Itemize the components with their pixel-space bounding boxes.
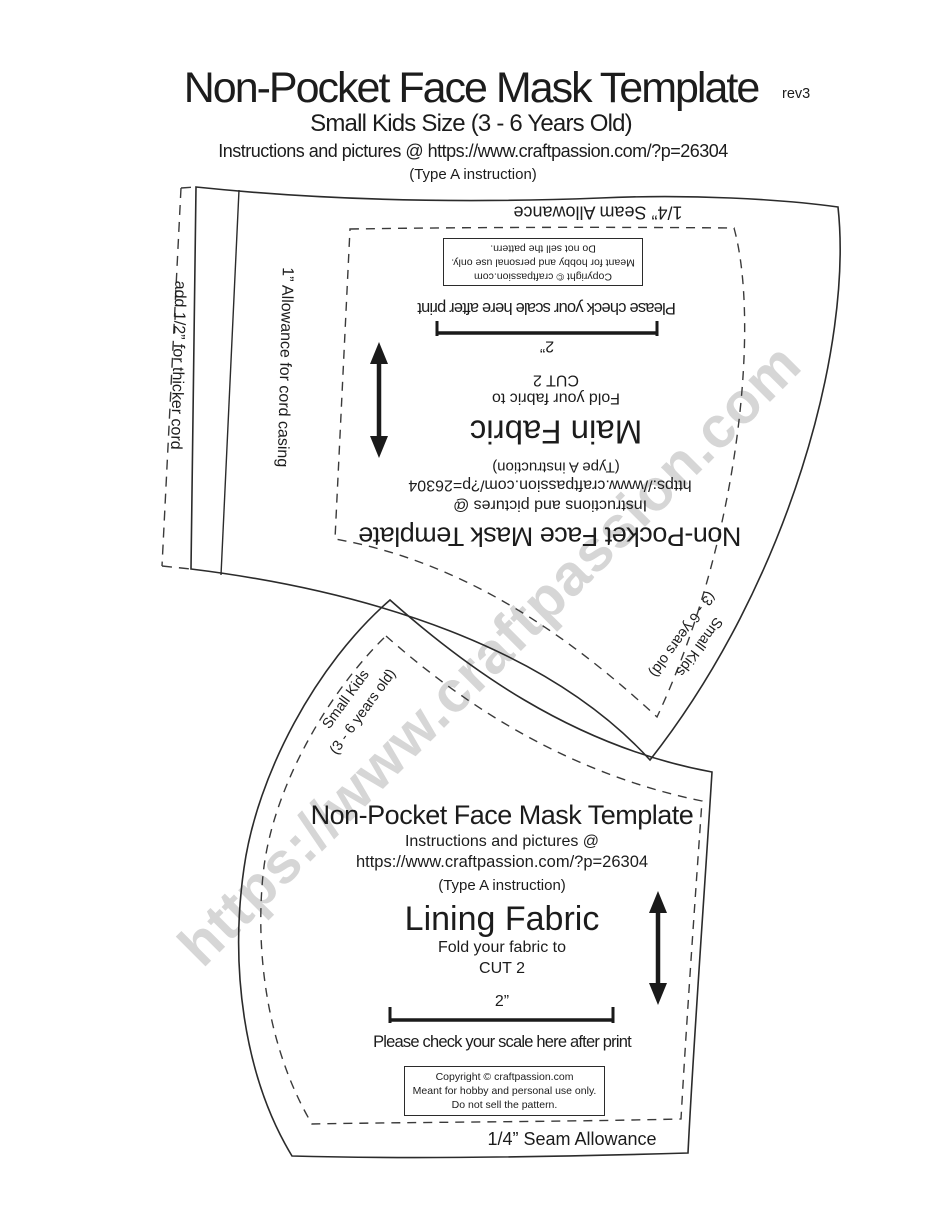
main-piece-outline [190,186,841,762]
page-revision: rev3 [782,86,811,102]
main-seam-allowance-label: 1/4” Seam Allowance [513,202,683,223]
main-scale-note: Please check your scale here after print [418,298,676,317]
main-scale-bar [435,321,659,336]
page-title: Non-Pocket Face Mask Template [183,64,761,112]
lining-piece-seam-dashed [260,635,703,1125]
page-type-line: (Type A instruction) [409,166,537,183]
copyright-line: Meant for hobby and personal use only. [412,1084,597,1097]
lining-scale-note: Please check your scale here after print [373,1033,632,1051]
page-size-subtitle: Small Kids Size (3 - 6 Years Old) [310,110,633,137]
lining-cut-label: CUT 2 [479,960,525,977]
lining-template-title: Non-Pocket Face Mask Template [310,800,694,830]
main-fold-label: Fold your fabric to [491,389,621,407]
copyright-line: Do not sell the pattern. [451,1099,558,1112]
lining-instructions-line: Instructions and pictures @ [404,833,600,850]
main-instructions-line: Instructions and pictures @ [452,496,648,514]
lining-type-line: (Type A instruction) [438,877,566,894]
copyright-line: Do not sell the pattern. [490,241,596,254]
main-piece-cut-extension-dashed [161,186,197,570]
main-url: https://www.craftpassion.com/?p=26304 [408,476,692,494]
copyright-line: Meant for hobby and personal use only. [451,256,635,269]
main-piece-cord-strip-line [220,189,240,576]
main-cut-label: CUT 2 [533,371,579,389]
main-template-title: Non-Pocket Face Mask Template [358,521,742,552]
lining-fabric-name: Lining Fabric [404,900,600,938]
lining-scale-bar [388,1007,615,1023]
copyright-line: Copyright © craftpassion.com [474,270,612,283]
main-scale-label: 2” [539,337,555,355]
main-piece-seam-dashed [334,226,746,719]
lining-scale-label: 2” [494,993,510,1010]
lining-url: https://www.craftpassion.com/?p=26304 [355,853,649,871]
lining-seam-allowance-label: 1/4” Seam Allowance [487,1129,657,1149]
copyright-line: Copyright © craftpassion.com [435,1070,574,1083]
page-instructions-line: Instructions and pictures @ https://www.… [218,141,728,161]
main-grain-arrow-icon [370,342,388,458]
lining-grain-arrow-icon [649,891,667,1005]
lining-copyright-box: Copyright © craftpassion.com Meant for h… [404,1066,605,1116]
lining-fold-label: Fold your fabric to [437,939,567,956]
lining-piece-outline [237,598,713,1159]
main-fabric-name: Main Fabric [469,413,643,451]
main-copyright-box: Copyright © craftpassion.com Meant for h… [443,238,643,286]
main-type-line: (Type A instruction) [492,458,620,476]
